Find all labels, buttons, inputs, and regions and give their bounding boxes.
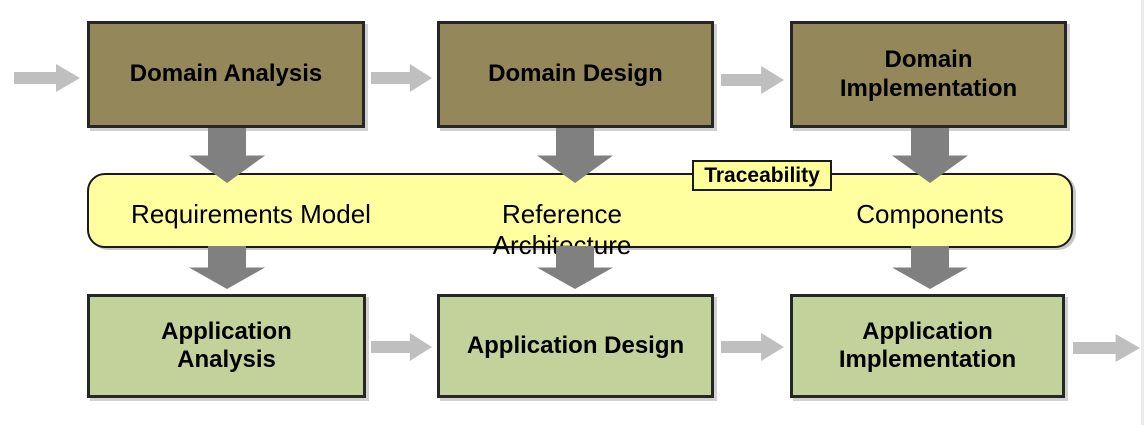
artifact-label-requirements-model: Requirements Model — [131, 199, 371, 229]
stage-box-domain-analysis: Domain Analysis — [87, 21, 365, 128]
flow-arrow-down-icon — [537, 128, 613, 183]
stage-box-application-implementation: Application Implementation — [790, 294, 1065, 398]
stage-box-domain-implementation: Domain Implementation — [790, 21, 1067, 128]
stage-label: Application Implementation — [838, 317, 1017, 373]
stage-box-application-design: Application Design — [437, 294, 714, 398]
flow-arrow-right-icon — [721, 64, 784, 96]
stage-box-domain-design: Domain Design — [437, 21, 714, 128]
flow-arrow-right-icon — [371, 331, 432, 363]
stage-label: Application Analysis — [161, 317, 292, 373]
page-edge-divider — [1141, 0, 1144, 425]
flow-arrow-down-icon — [537, 246, 613, 289]
stage-label: Domain Design — [488, 60, 663, 88]
flow-exit-arrow-right-icon — [1073, 332, 1140, 364]
stage-label: Domain Implementation — [839, 46, 1018, 102]
flow-arrow-down-icon — [189, 128, 265, 183]
artifact-label-reference-architecture: Reference Architecture — [492, 199, 632, 260]
artifact-label-components: Components — [856, 199, 1004, 229]
flow-arrow-right-icon — [721, 331, 784, 363]
stage-box-application-analysis: Application Analysis — [87, 294, 366, 398]
flow-arrow-right-icon — [371, 62, 432, 94]
flow-arrow-down-icon — [892, 128, 968, 183]
traceability-tag: Traceability — [692, 160, 832, 191]
flow-arrow-down-icon — [189, 246, 265, 289]
flow-arrow-down-icon — [892, 246, 968, 289]
stage-label: Domain Analysis — [129, 60, 323, 88]
flow-entry-arrow-right-icon — [14, 62, 80, 94]
stage-label: Application Design — [466, 331, 685, 359]
traceability-tag-label: Traceability — [704, 163, 820, 187]
